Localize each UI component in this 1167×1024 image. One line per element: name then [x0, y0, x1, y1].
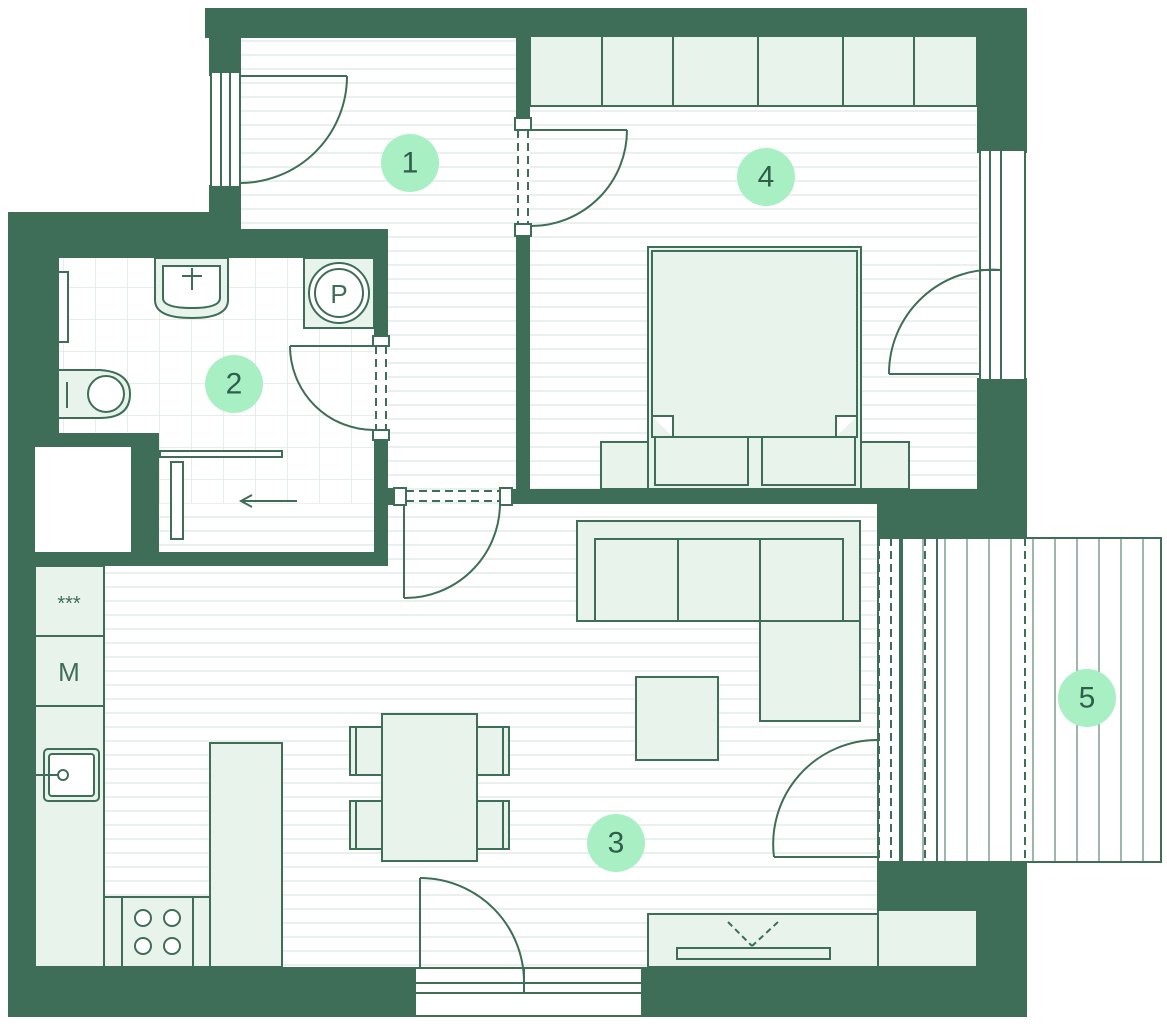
hall-floor — [240, 36, 518, 228]
closet — [35, 447, 131, 552]
balcony-floor — [899, 537, 1162, 863]
wall-hall-bed2 — [516, 235, 530, 503]
bed — [647, 246, 862, 490]
room-badge-4: 4 — [737, 148, 795, 206]
window-bedroom — [979, 149, 1026, 381]
shower-icon — [159, 450, 297, 540]
wall-bath-left — [35, 258, 59, 434]
wall-bottom-right — [641, 967, 1027, 1017]
wall-bath-right2 — [374, 437, 388, 565]
kitchen-sink-icon — [35, 748, 100, 802]
room-badge-2: 2 — [205, 355, 263, 413]
wall-bed-bottom — [512, 489, 902, 504]
wall-step — [8, 212, 241, 258]
wall-bottom-left — [8, 967, 415, 1017]
wall-top — [205, 8, 1027, 38]
tv-unit — [647, 909, 978, 968]
wall-left-upper — [209, 36, 241, 76]
front-door-bottom — [419, 877, 525, 992]
coffee-table — [635, 676, 719, 761]
living-door — [393, 487, 513, 600]
washer-symbol: P — [330, 279, 347, 309]
living-furniture — [576, 520, 978, 968]
balcony-door — [772, 537, 1026, 863]
wall-left — [8, 212, 35, 1017]
entrance-door — [239, 75, 348, 184]
kitchen-island — [209, 742, 283, 968]
bathroom-fixtures: P — [57, 257, 375, 540]
wall-hall-bed — [516, 36, 530, 120]
sofa — [576, 520, 861, 722]
microwave-unit — [34, 635, 105, 707]
room-badge-5: 5 — [1058, 669, 1116, 727]
room-label-5: 5 — [1079, 682, 1096, 715]
nightstand-left — [600, 441, 650, 490]
wall-balcony-top — [877, 489, 1027, 538]
dining-set — [349, 713, 510, 862]
wall-closet-right — [131, 433, 159, 553]
kitchen: *** M — [34, 565, 283, 968]
washing-machine-icon: P — [303, 257, 375, 329]
toilet-icon — [57, 369, 132, 419]
wardrobe — [529, 35, 978, 107]
hall-floor-lower — [388, 228, 518, 503]
chair-left-bottom — [349, 800, 383, 850]
wall-bath-right — [374, 229, 388, 341]
room-badge-1: 1 — [381, 134, 439, 192]
nightstand-right — [860, 441, 910, 490]
room-label-2: 2 — [226, 368, 243, 401]
room-badge-3: 3 — [587, 814, 645, 872]
stove-icon — [121, 896, 194, 968]
bedroom-window-door — [887, 268, 1002, 375]
window-bottom — [414, 967, 643, 1017]
doors — [239, 75, 1026, 992]
bedroom-furniture — [529, 35, 978, 490]
bathroom-door — [289, 335, 390, 441]
room-badges: 1 2 3 4 5 — [205, 134, 1116, 872]
room-label-1: 1 — [402, 147, 419, 180]
wall-closet-top — [35, 433, 159, 447]
wall-bath-top — [230, 229, 388, 258]
hob-symbol: *** — [57, 593, 81, 615]
bedroom-door — [514, 117, 628, 237]
towel-rail-icon — [57, 271, 69, 343]
walls — [8, 8, 1027, 1017]
microwave-symbol: M — [58, 657, 80, 687]
wall-right-upper — [977, 8, 1027, 153]
chair-left-top — [349, 726, 383, 776]
room-label-3: 3 — [608, 827, 625, 860]
room-label-4: 4 — [758, 161, 775, 194]
wall-bath-bottom — [35, 552, 388, 566]
chair-right-bottom — [476, 800, 510, 850]
dining-table — [381, 713, 478, 862]
chair-right-top — [476, 726, 510, 776]
window-hall — [210, 71, 241, 188]
sink-icon — [154, 257, 229, 320]
windows — [210, 71, 1026, 1017]
